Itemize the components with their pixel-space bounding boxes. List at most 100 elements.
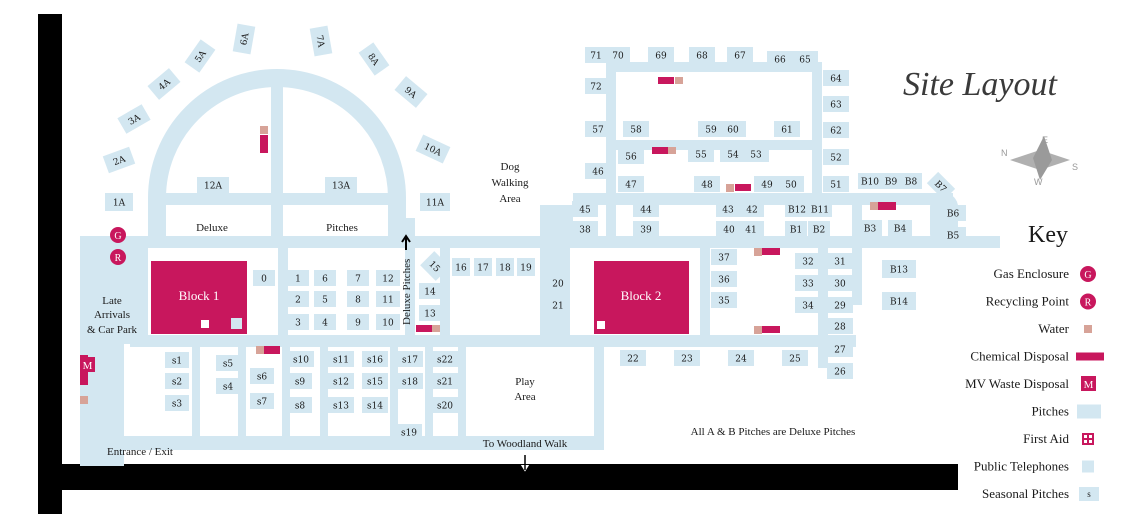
pitch-box[interactable] <box>397 373 423 389</box>
pitch-box[interactable] <box>880 173 902 189</box>
pitch-box[interactable] <box>882 260 916 278</box>
pitch-box[interactable] <box>716 221 742 237</box>
pitch-p27[interactable]: 27 <box>827 341 853 357</box>
pitch-p70[interactable]: 70 <box>606 47 630 63</box>
pitch-box[interactable] <box>620 350 646 366</box>
pitch-p21[interactable]: 21 <box>547 297 569 313</box>
pitch-s21[interactable]: s21 <box>432 373 458 389</box>
pitch-p44[interactable]: 44 <box>633 201 659 217</box>
pitch-box[interactable] <box>858 173 882 189</box>
pitch-box[interactable] <box>419 305 441 321</box>
pitch-box[interactable] <box>287 314 309 330</box>
pitch-box[interactable] <box>420 193 450 211</box>
pitch-p61[interactable]: 61 <box>774 121 800 137</box>
pitch-box[interactable] <box>716 201 740 217</box>
pitch-box[interactable] <box>347 314 369 330</box>
pitch-p22[interactable]: 22 <box>620 350 646 366</box>
pitch-box[interactable] <box>711 292 737 308</box>
pitch-box[interactable] <box>795 275 821 291</box>
pitch-box[interactable] <box>415 134 451 164</box>
pitch-B8[interactable]: B8 <box>900 173 922 189</box>
pitch-p55[interactable]: 55 <box>688 146 714 162</box>
pitch-B7[interactable]: B7 <box>926 171 956 201</box>
pitch-s22[interactable]: s22 <box>432 351 458 367</box>
pitch-box[interactable] <box>250 393 274 409</box>
pitch-box[interactable] <box>314 270 336 286</box>
pitch-box[interactable] <box>827 341 853 357</box>
pitch-box[interactable] <box>808 221 830 237</box>
pitch-p48[interactable]: 48 <box>694 176 720 192</box>
pitch-box[interactable] <box>547 297 569 313</box>
pitch-box[interactable] <box>827 253 853 269</box>
pitch-p63[interactable]: 63 <box>823 96 849 112</box>
pitch-s7[interactable]: s7 <box>250 393 274 409</box>
pitch-box[interactable] <box>623 121 649 137</box>
pitch-s18[interactable]: s18 <box>397 373 423 389</box>
pitch-p6[interactable]: 6 <box>314 270 336 286</box>
pitch-B10[interactable]: B10 <box>858 173 882 189</box>
pitch-box[interactable] <box>900 173 922 189</box>
pitch-box[interactable] <box>795 253 821 269</box>
pitch-B13[interactable]: B13 <box>882 260 916 278</box>
pitch-box[interactable] <box>474 258 492 276</box>
pitch-p12[interactable]: 12 <box>376 270 400 286</box>
pitch-p8A[interactable]: 8A <box>358 42 390 76</box>
pitch-box[interactable] <box>328 373 354 389</box>
pitch-B11[interactable]: B11 <box>808 201 832 217</box>
pitch-p33[interactable]: 33 <box>795 275 821 291</box>
pitch-p50[interactable]: 50 <box>778 176 804 192</box>
pitch-box[interactable] <box>727 47 753 63</box>
pitch-box[interactable] <box>888 220 912 236</box>
pitch-p43[interactable]: 43 <box>716 201 740 217</box>
pitch-p68[interactable]: 68 <box>689 47 715 63</box>
pitch-box[interactable] <box>808 201 832 217</box>
pitch-p42[interactable]: 42 <box>740 201 764 217</box>
pitch-box[interactable] <box>648 47 674 63</box>
pitch-box[interactable] <box>165 395 189 411</box>
pitch-p40[interactable]: 40 <box>716 221 742 237</box>
pitch-p23[interactable]: 23 <box>674 350 700 366</box>
block-2[interactable] <box>594 261 689 334</box>
pitch-s11[interactable]: s11 <box>328 351 354 367</box>
pitch-box[interactable] <box>572 221 598 237</box>
pitch-p7A[interactable]: 7A <box>309 25 333 57</box>
pitch-p51[interactable]: 51 <box>823 176 849 192</box>
pitch-box[interactable] <box>197 177 229 193</box>
pitch-B4[interactable]: B4 <box>888 220 912 236</box>
pitch-s3[interactable]: s3 <box>165 395 189 411</box>
pitch-p8[interactable]: 8 <box>347 291 369 307</box>
pitch-p59[interactable]: 59 <box>698 121 724 137</box>
pitch-B1[interactable]: B1 <box>785 221 807 237</box>
pitch-p57[interactable]: 57 <box>585 121 611 137</box>
pitch-box[interactable] <box>397 351 423 367</box>
pitch-p1[interactable]: 1 <box>287 270 309 286</box>
pitch-s5[interactable]: s5 <box>216 355 240 371</box>
pitch-box[interactable] <box>394 76 428 108</box>
pitch-box[interactable] <box>823 149 849 165</box>
pitch-box[interactable] <box>432 373 458 389</box>
pitch-p26[interactable]: 26 <box>827 363 853 379</box>
pitch-box[interactable] <box>358 42 390 76</box>
pitch-B14[interactable]: B14 <box>882 292 916 310</box>
pitch-box[interactable] <box>606 47 630 63</box>
pitch-box[interactable] <box>165 373 189 389</box>
pitch-p18[interactable]: 18 <box>496 258 514 276</box>
pitch-p2[interactable]: 2 <box>287 291 309 307</box>
pitch-box[interactable] <box>376 291 400 307</box>
pitch-box[interactable] <box>287 291 309 307</box>
pitch-p65[interactable]: 65 <box>792 51 818 67</box>
pitch-box[interactable] <box>585 163 611 179</box>
pitch-p34[interactable]: 34 <box>795 297 821 313</box>
pitch-box[interactable] <box>253 270 275 286</box>
pitch-box[interactable] <box>288 373 312 389</box>
pitch-B3[interactable]: B3 <box>858 220 882 236</box>
pitch-box[interactable] <box>785 201 809 217</box>
pitch-B6[interactable]: B6 <box>940 205 966 221</box>
pitch-box[interactable] <box>823 122 849 138</box>
pitch-box[interactable] <box>250 368 274 384</box>
pitch-p60[interactable]: 60 <box>720 121 746 137</box>
pitch-box[interactable] <box>827 275 853 291</box>
pitch-s14[interactable]: s14 <box>362 397 388 413</box>
pitch-p52[interactable]: 52 <box>823 149 849 165</box>
pitch-box[interactable] <box>823 176 849 192</box>
